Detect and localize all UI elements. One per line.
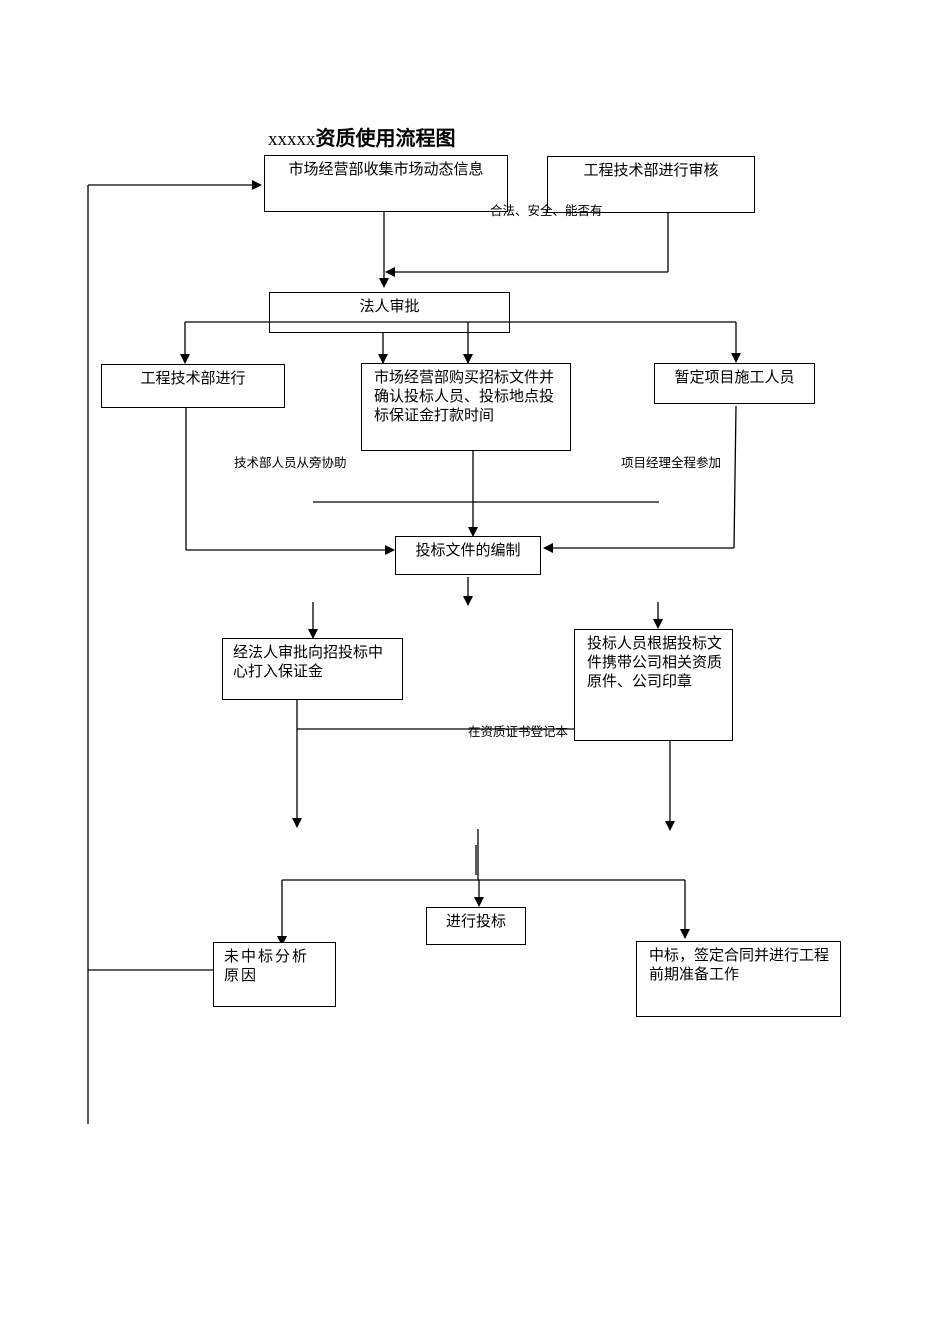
diagram-title: xxxxx资质使用流程图 — [268, 122, 456, 151]
node-collect-info: 市场经营部收集市场动态信息 — [264, 155, 508, 212]
node-lost-analysis: 未中标分析原因 — [213, 942, 336, 1007]
node-bidding-label: 进行投标 — [445, 912, 506, 930]
node-legal-approval-label: 法人审批 — [359, 297, 420, 315]
node-won-contract-label: 中标，签定合同并进行工程前期准备工作 — [649, 946, 830, 983]
node-compile-bid: 投标文件的编制 — [395, 536, 541, 575]
note-tech-assist: 技术部人员从旁协助 — [234, 455, 347, 470]
node-bring-docs-label: 投标人员根据投标文件携带公司相关资质原件、公司印章 — [587, 634, 723, 690]
node-bring-docs: 投标人员根据投标文件携带公司相关资质原件、公司印章 — [574, 629, 733, 741]
node-deposit-label: 经法人审批向招投标中心打入保证金 — [233, 643, 384, 680]
node-bidding: 进行投标 — [426, 907, 526, 945]
title-prefix: xxxxx — [268, 129, 316, 150]
title-main: 资质使用流程图 — [315, 126, 456, 150]
line-staff-down — [733, 405, 737, 549]
node-legal-approval: 法人审批 — [269, 292, 510, 333]
node-assign-staff: 暂定项目施工人员 — [654, 363, 815, 404]
node-collect-info-label: 市场经营部收集市场动态信息 — [288, 160, 484, 178]
node-market-buy-label: 市场经营部购买招标文件并确认投标人员、投标地点投标保证金打款时间 — [374, 368, 555, 424]
node-deposit: 经法人审批向招投标中心打入保证金 — [222, 638, 403, 700]
node-tech-review: 工程技术部进行审核 — [547, 156, 755, 213]
node-market-buy: 市场经营部购买招标文件并确认投标人员、投标地点投标保证金打款时间 — [361, 363, 571, 451]
note-legal-safety: 合法、安全、能否有 — [490, 203, 603, 218]
node-lost-analysis-label: 未中标分析原因 — [224, 947, 310, 984]
node-assign-staff-label: 暂定项目施工人员 — [674, 368, 795, 386]
node-won-contract: 中标，签定合同并进行工程前期准备工作 — [636, 941, 841, 1017]
node-tech-dept: 工程技术部进行 — [101, 364, 285, 408]
note-cert-register: 在资质证书登记本 — [468, 724, 569, 739]
node-tech-dept-label: 工程技术部进行 — [140, 369, 246, 387]
note-pm-join: 项目经理全程参加 — [621, 455, 722, 470]
node-tech-review-label: 工程技术部进行审核 — [583, 161, 719, 179]
node-compile-bid-label: 投标文件的编制 — [415, 541, 521, 559]
